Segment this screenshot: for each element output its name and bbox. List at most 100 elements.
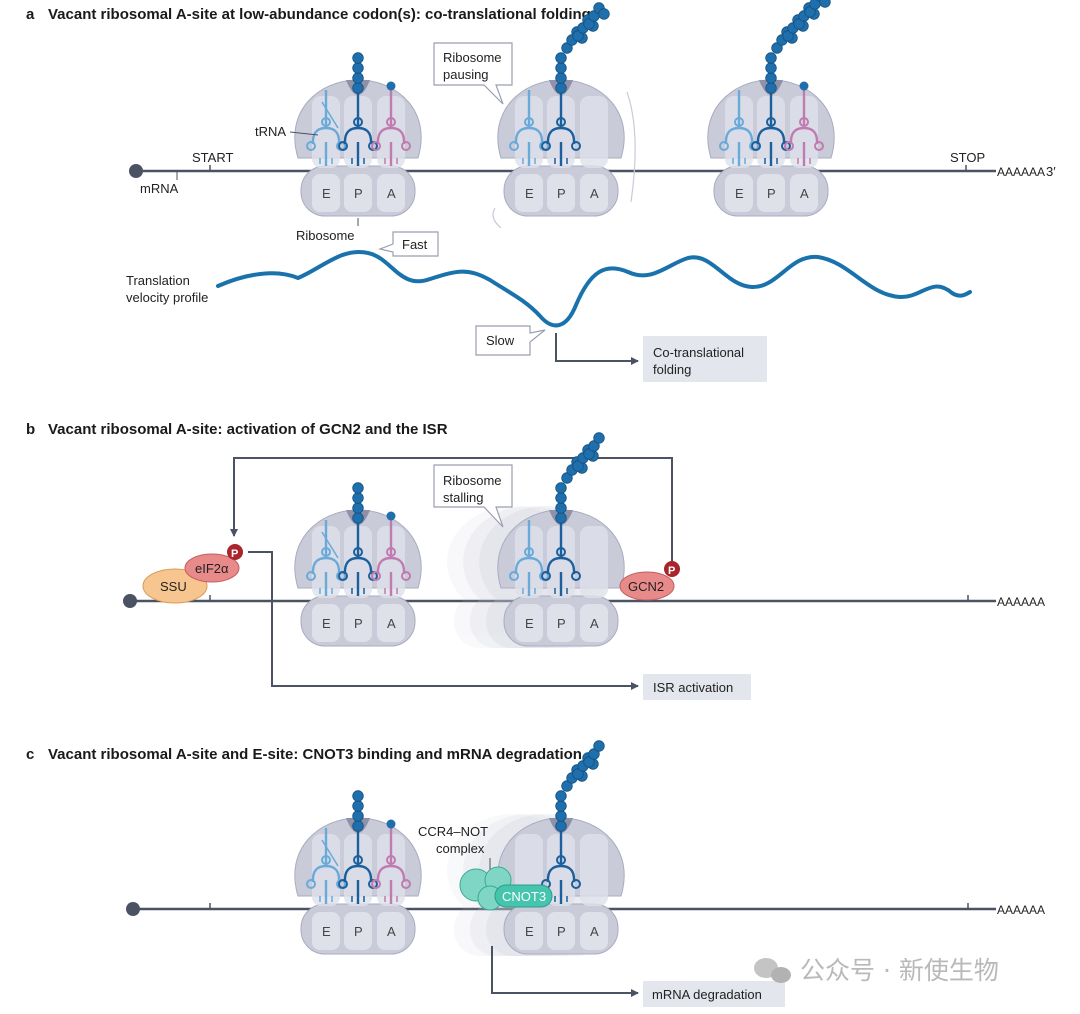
cnot3: CNOT3 <box>494 884 553 908</box>
panel-b-title: Vacant ribosomal A-site: activation of G… <box>48 421 448 438</box>
ssu: SSU <box>142 568 208 604</box>
cnot3-label: CNOT3 <box>502 889 546 904</box>
amino-acid-bead <box>555 62 567 74</box>
a-site-amino-acid <box>799 81 809 91</box>
site-label-p: P <box>354 186 363 201</box>
panel-a-letter: a <box>26 6 35 23</box>
stalling-callout-line1: Ribosome <box>443 473 502 488</box>
mrna-label: mRNA <box>140 181 179 196</box>
site-slot-lower <box>547 912 575 950</box>
gcn2: GCN2 <box>619 571 675 601</box>
velocity-label-line2: velocity profile <box>126 290 208 305</box>
amino-acid-bead <box>555 492 567 504</box>
site-slot-lower <box>580 912 608 950</box>
motion-line <box>492 207 502 229</box>
site-slot-upper <box>580 526 608 598</box>
amino-acid-bead <box>555 72 567 84</box>
eif2a-label: eIF2α <box>195 561 229 576</box>
site-label-a: A <box>590 186 599 201</box>
stop-label: STOP <box>950 150 985 165</box>
amino-acid-bead <box>555 512 567 524</box>
amino-acid-bead <box>598 8 610 20</box>
amino-acid-bead <box>352 512 364 524</box>
trna-p-site <box>541 828 581 904</box>
polya-tail-b: AAAAAA <box>997 595 1045 609</box>
ccr4-not-label-line1: CCR4–NOT <box>418 824 488 839</box>
amino-acid-bead <box>593 740 605 752</box>
slow-callout: Slow <box>475 325 546 356</box>
trna-a-site <box>371 90 411 166</box>
mrna-5-prime-cap <box>129 164 143 178</box>
site-slot-lower <box>515 912 543 950</box>
velocity-label-line1: Translation <box>126 273 190 288</box>
trna-e-site <box>719 90 759 166</box>
a-site-amino-acid <box>386 81 396 91</box>
site-slot-upper <box>515 96 543 168</box>
fast-callout: Fast <box>377 231 439 257</box>
site-label-e: E <box>322 924 331 939</box>
amino-acid-bead <box>555 810 567 822</box>
panel-c-letter: c <box>26 746 34 763</box>
motion-line <box>626 91 636 203</box>
site-slot-upper <box>377 834 405 906</box>
trna-e-site <box>509 520 549 596</box>
site-slot-lower <box>344 912 372 950</box>
ribosome-pausing-callout: Ribosome pausing <box>433 42 513 105</box>
a-site-amino-acid <box>386 511 396 521</box>
site-label-p: P <box>767 186 776 201</box>
polya-tail: AAAAAA <box>997 165 1045 179</box>
amino-acid-bead <box>352 52 364 64</box>
amino-acid-bead <box>765 62 777 74</box>
site-slot-lower <box>790 174 818 212</box>
mrna-5-prime-cap-c <box>126 902 140 916</box>
amino-acid-bead <box>352 790 364 802</box>
site-label-e: E <box>525 616 534 631</box>
watermark-text: 公众号 · 新使生物 <box>800 956 999 985</box>
site-slot-lower <box>580 604 608 642</box>
site-slot-upper <box>312 96 340 168</box>
site-slot-lower <box>312 912 340 950</box>
panel-b-letter: b <box>26 421 35 438</box>
amino-acid-bead <box>352 82 364 94</box>
site-label-p: P <box>557 924 566 939</box>
site-slot-lower <box>312 604 340 642</box>
trna-p-site <box>338 520 378 596</box>
site-slot-lower <box>377 912 405 950</box>
phospho-eif2a: P <box>227 544 243 560</box>
ssu-label: SSU <box>160 579 187 594</box>
site-label-a: A <box>800 186 809 201</box>
site-slot-lower <box>377 174 405 212</box>
site-label-p: P <box>557 616 566 631</box>
amino-acid-bead <box>593 432 605 444</box>
pausing-callout-line1: Ribosome <box>443 50 502 65</box>
trna-a-site <box>371 520 411 596</box>
site-slot-upper <box>312 834 340 906</box>
site-slot-lower <box>547 174 575 212</box>
trna-p-site <box>541 520 581 596</box>
phospho-label-eif2a: P <box>231 548 238 560</box>
site-slot-lower <box>547 604 575 642</box>
amino-acid-bead <box>555 482 567 494</box>
degradation-box-label: mRNA degradation <box>652 987 762 1002</box>
degradation-arrow <box>491 946 639 997</box>
mrna-degradation-box: mRNA degradation <box>643 981 785 1007</box>
site-slot-upper <box>790 96 818 168</box>
site-slot-lower <box>515 604 543 642</box>
eif2a: eIF2α <box>184 553 240 583</box>
site-slot-upper <box>547 96 575 168</box>
pausing-callout-line2: pausing <box>443 67 489 82</box>
nascent-peptide-chain <box>765 0 831 94</box>
ccr4-not-label-line2: complex <box>436 841 485 856</box>
site-slot-upper <box>344 526 372 598</box>
site-slot-upper <box>377 96 405 168</box>
site-slot-upper <box>344 96 372 168</box>
site-slot-upper <box>515 526 543 598</box>
site-label-e: E <box>322 186 331 201</box>
phospho-gcn2: P <box>664 561 680 577</box>
three-prime-label: 3′ <box>1046 164 1056 179</box>
site-slot-lower <box>580 174 608 212</box>
site-label-p: P <box>354 616 363 631</box>
